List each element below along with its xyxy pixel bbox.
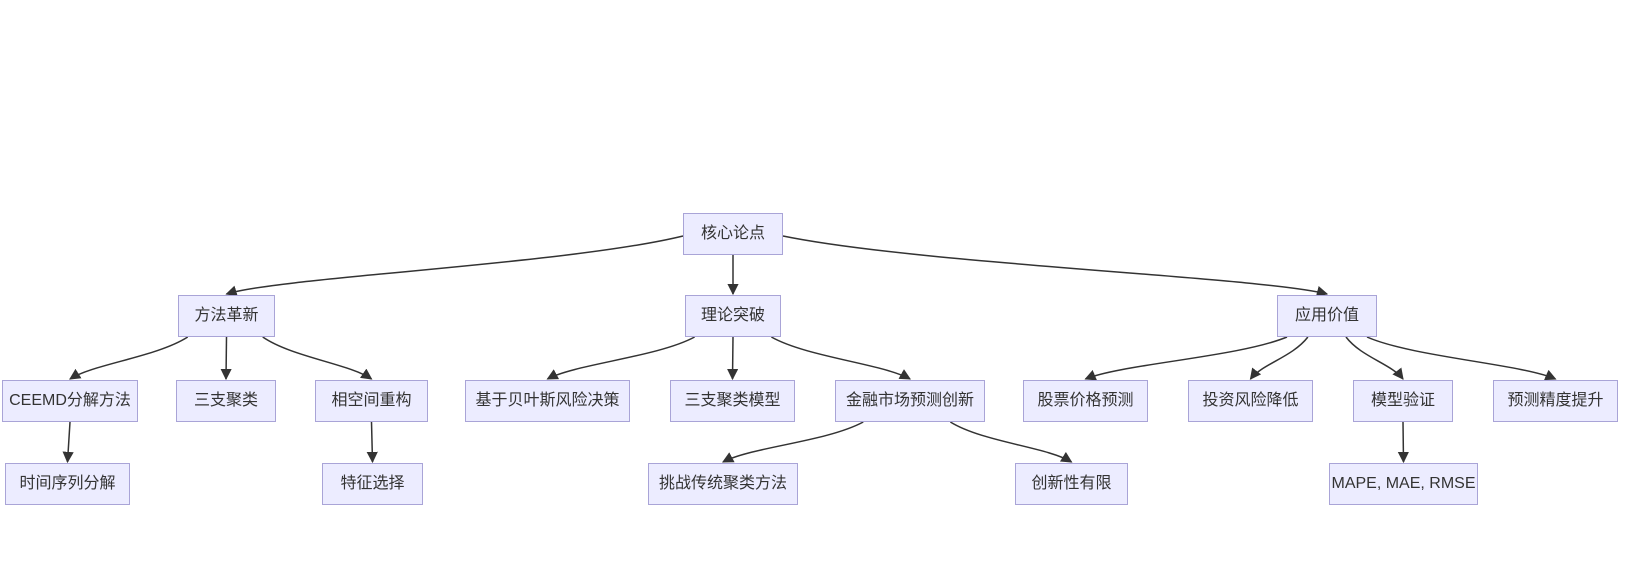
edge-financeinnov-limited: [949, 421, 1073, 463]
node-challenge: 挑战传统聚类方法: [648, 463, 798, 505]
edge-application-stock: [1084, 336, 1288, 381]
node-timeseries: 时间序列分解: [5, 463, 130, 505]
edge-theory-threewaymodel: [726, 336, 739, 381]
node-label: 方法革新: [194, 307, 259, 324]
node-stock: 股票价格预测: [1023, 380, 1148, 422]
node-core: 核心论点: [683, 213, 783, 255]
edge-core-method: [225, 235, 684, 297]
edge-method-phasespace: [262, 336, 373, 380]
edge-method-ceemd: [69, 336, 189, 380]
node-label: 基于贝叶斯风险决策: [475, 392, 620, 409]
edge-phasespace-feature: [366, 421, 378, 464]
node-label: 三支聚类模型: [684, 392, 781, 409]
node-label: 股票价格预测: [1037, 392, 1134, 409]
node-label: 预测精度提升: [1507, 392, 1604, 409]
node-label: 三支聚类: [193, 392, 258, 409]
edge-validation-metrics: [1397, 421, 1409, 464]
node-label: 模型验证: [1370, 392, 1435, 409]
edge-application-accuracy: [1366, 336, 1557, 381]
node-risk: 投资风险降低: [1188, 380, 1313, 422]
edge-application-risk: [1249, 336, 1309, 380]
node-ceemd: CEEMD分解方法: [2, 380, 138, 422]
node-metrics: MAPE, MAE, RMSE: [1329, 463, 1478, 505]
node-label: MAPE, MAE, RMSE: [1331, 475, 1476, 492]
node-label: 创新性有限: [1031, 475, 1112, 492]
node-theory: 理论突破: [685, 295, 781, 337]
edge-theory-financeinnov: [771, 336, 911, 380]
edge-financeinnov-challenge: [722, 421, 864, 463]
edge-core-application: [782, 235, 1329, 297]
node-label: 理论突破: [700, 307, 765, 324]
node-label: 相空间重构: [331, 392, 412, 409]
node-label: 金融市场预测创新: [845, 392, 974, 409]
edge-ceemd-timeseries: [62, 421, 74, 464]
node-label: 挑战传统聚类方法: [658, 475, 787, 492]
node-accuracy: 预测精度提升: [1493, 380, 1618, 422]
node-financeinnov: 金融市场预测创新: [835, 380, 985, 422]
node-label: 时间序列分解: [19, 475, 116, 492]
edge-method-threeway: [220, 336, 232, 381]
node-limited: 创新性有限: [1015, 463, 1128, 505]
node-bayes: 基于贝叶斯风险决策: [465, 380, 630, 422]
edge-application-validation: [1345, 336, 1404, 380]
node-threewaymodel: 三支聚类模型: [670, 380, 795, 422]
node-threeway: 三支聚类: [176, 380, 276, 422]
node-validation: 模型验证: [1353, 380, 1453, 422]
node-application: 应用价值: [1277, 295, 1377, 337]
node-feature: 特征选择: [322, 463, 423, 505]
node-label: 核心论点: [700, 225, 765, 242]
node-method: 方法革新: [178, 295, 275, 337]
node-label: CEEMD分解方法: [9, 392, 131, 409]
node-label: 特征选择: [340, 475, 405, 492]
node-label: 投资风险降低: [1202, 392, 1299, 409]
node-label: 应用价值: [1294, 307, 1359, 324]
node-phasespace: 相空间重构: [315, 380, 428, 422]
edge-theory-bayes: [546, 336, 695, 380]
